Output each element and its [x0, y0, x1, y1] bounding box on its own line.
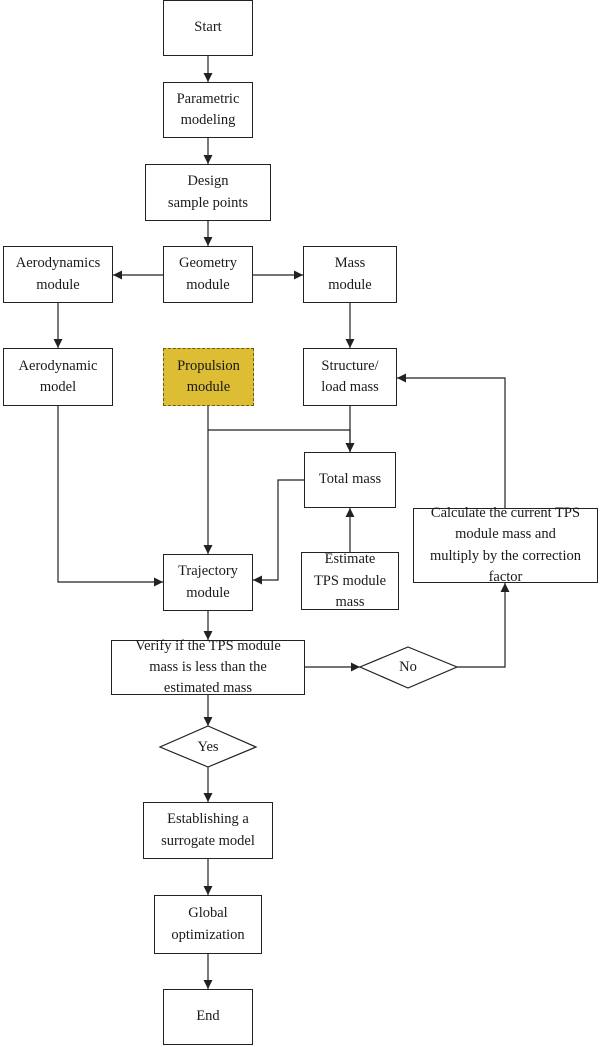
aerodynamic-model-node: Aerodynamic model	[3, 348, 113, 406]
design-sample-points-node: Design sample points	[145, 164, 271, 221]
mass-module-label: Mass module	[328, 255, 372, 293]
total-mass-label: Total mass	[318, 471, 382, 488]
start-node: Start	[163, 0, 253, 56]
verify-tps-mass-label: Verify if the TPS module mass is less th…	[135, 637, 281, 697]
structure-load-mass-label: Structure/ load mass	[321, 357, 379, 395]
arrow-no-to-calc	[457, 583, 510, 668]
total-mass-node: Total mass	[304, 452, 396, 508]
verify-tps-mass-node: Verify if the TPS module mass is less th…	[111, 638, 305, 696]
arrow-aero-model-to-trajectory	[57, 406, 163, 587]
parametric-modeling-label: Parametric modeling	[176, 90, 240, 128]
calculate-tps-mass-label: Calculate the current TPS module mass an…	[429, 505, 581, 585]
no-label: No	[399, 658, 417, 675]
geometry-module-node: Geometry module	[163, 246, 253, 303]
aerodynamics-module-label: Aerodynamics module	[15, 255, 101, 293]
global-optimization-label: Global optimization	[171, 905, 245, 943]
no-decision-diamond	[358, 646, 459, 689]
design-sample-points-label: Design sample points	[167, 173, 249, 211]
propulsion-module-node: Propulsion module	[163, 348, 254, 406]
propulsion-module-label: Propulsion module	[177, 357, 240, 395]
arrow-total-mass-to-trajectory	[253, 479, 304, 585]
global-optimization-node: Global optimization	[154, 895, 262, 954]
arrow-propulsion-to-total-mass	[208, 429, 355, 452]
trajectory-module-node: Trajectory module	[163, 554, 253, 611]
mass-module-node: Mass module	[303, 246, 397, 303]
surrogate-model-label: Establishing a surrogate model	[161, 811, 255, 849]
aerodynamics-module-node: Aerodynamics module	[3, 246, 113, 303]
geometry-module-label: Geometry module	[179, 255, 237, 293]
end-label: End	[196, 1008, 220, 1025]
yes-label: Yes	[197, 738, 219, 755]
parametric-modeling-node: Parametric modeling	[163, 82, 253, 138]
trajectory-module-label: Trajectory module	[178, 563, 238, 601]
arrow-calc-to-structure	[397, 373, 506, 508]
aerodynamic-model-label: Aerodynamic model	[18, 357, 98, 395]
surrogate-model-node: Establishing a surrogate model	[143, 802, 273, 859]
start-label: Start	[194, 19, 222, 36]
end-node: End	[163, 989, 253, 1045]
calculate-tps-mass-node: Calculate the current TPS module mass an…	[413, 505, 598, 585]
estimate-tps-mass-label: Estimate TPS module mass	[313, 551, 387, 610]
yes-decision-diamond	[158, 725, 258, 768]
estimate-tps-mass-node: Estimate TPS module mass	[301, 551, 399, 610]
structure-load-mass-node: Structure/ load mass	[303, 348, 397, 406]
